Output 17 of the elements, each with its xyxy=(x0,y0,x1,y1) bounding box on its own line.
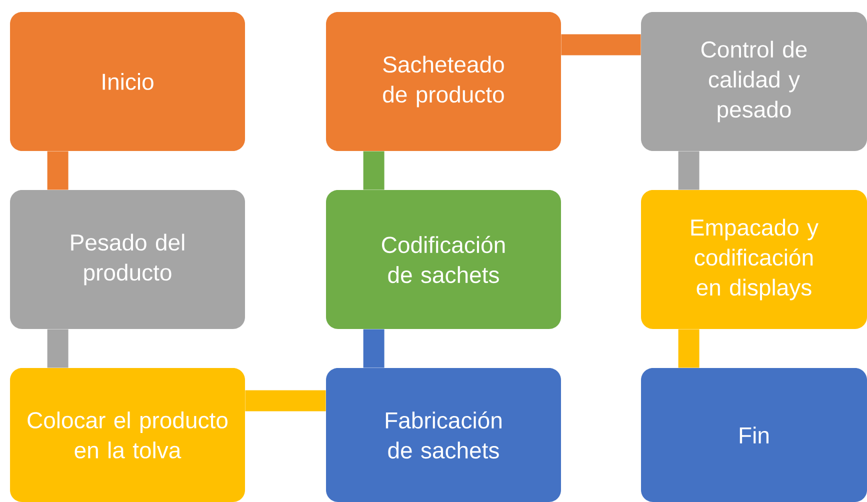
process-box: Colocar el producto en la tolva xyxy=(10,368,245,502)
process-box: Control de calidad y pesado xyxy=(641,12,867,151)
process-box: Fin xyxy=(641,368,867,502)
connector-bar xyxy=(561,34,641,56)
process-box: Inicio xyxy=(10,12,245,151)
connector-bar xyxy=(363,151,384,190)
connector-bar xyxy=(363,329,384,368)
connector-bar xyxy=(678,329,700,368)
process-box: Pesado del producto xyxy=(10,190,245,329)
process-box: Codificación de sachets xyxy=(326,190,561,329)
process-box: Sacheteado de producto xyxy=(326,12,561,151)
connector-bar xyxy=(678,151,700,190)
process-box: Empacado y codificación en displays xyxy=(641,190,867,329)
connector-bar xyxy=(245,390,326,412)
process-box: Fabricación de sachets xyxy=(326,368,561,502)
connector-bar xyxy=(47,151,68,190)
connector-bar xyxy=(47,329,68,368)
